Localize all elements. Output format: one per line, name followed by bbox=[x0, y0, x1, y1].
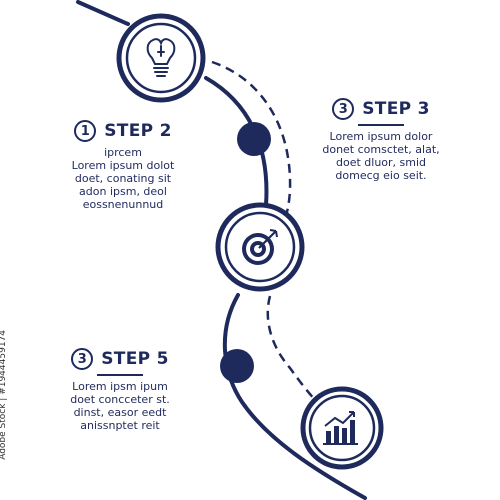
step-description: Lorem ipsum dolor donet comsctet, alat, … bbox=[322, 130, 440, 182]
timeline-dot-lower bbox=[220, 349, 254, 383]
step-text-line: anissnptet reit bbox=[80, 419, 160, 432]
step-text-line: doet dluor, smid bbox=[335, 156, 427, 169]
step-text-line: doet concceter st. bbox=[70, 393, 170, 406]
step-text-line: domecg eio seit. bbox=[335, 169, 427, 182]
step-title: STEP 2 bbox=[104, 121, 172, 141]
step-text-line: donet comsctet, alat, bbox=[322, 143, 440, 156]
step-title: STEP 5 bbox=[101, 349, 169, 369]
target-icon bbox=[242, 229, 278, 265]
step-underline bbox=[358, 124, 404, 126]
node-bottom bbox=[300, 386, 384, 470]
step-text-line: Lorem ipsum dolor bbox=[329, 130, 433, 143]
node-middle bbox=[215, 202, 305, 292]
step-block-right: 3 STEP 3 Lorem ipsum dolor donet comscte… bbox=[322, 98, 440, 182]
growth-chart-icon bbox=[323, 411, 358, 445]
step-text-line: doet, conating sit bbox=[74, 172, 172, 185]
step-text-line: eossnenunnud bbox=[82, 198, 164, 211]
step-title: STEP 3 bbox=[362, 99, 430, 119]
stock-id-caption: Adobe Stock | #1944459174 bbox=[0, 330, 8, 460]
step-description: iprcem Lorem ipsum dolot doet, conating … bbox=[58, 146, 188, 211]
step-text-line: Lorem ipsum dolot bbox=[71, 159, 175, 172]
step-underline bbox=[97, 374, 143, 376]
step-text-line: iprcem bbox=[104, 146, 142, 159]
step-text-line: adon ipsm, deol bbox=[79, 185, 167, 198]
step-block-left-upper: 1 STEP 2 iprcem Lorem ipsum dolot doet, … bbox=[58, 120, 188, 211]
lightbulb-icon bbox=[146, 38, 176, 77]
step-description: Lorem ipsm ipum doet concceter st. dinst… bbox=[56, 380, 184, 432]
timeline-dot-upper bbox=[237, 122, 271, 156]
step-text-line: Lorem ipsm ipum bbox=[72, 380, 168, 393]
step-block-left-lower: 3 STEP 5 Lorem ipsm ipum doet concceter … bbox=[56, 348, 184, 432]
step-text-line: dinst, easor eedt bbox=[73, 406, 167, 419]
node-top bbox=[116, 13, 206, 103]
step-number-badge: 3 bbox=[71, 348, 94, 370]
step-number-badge: 3 bbox=[332, 98, 355, 120]
step-number-badge: 1 bbox=[74, 120, 97, 142]
